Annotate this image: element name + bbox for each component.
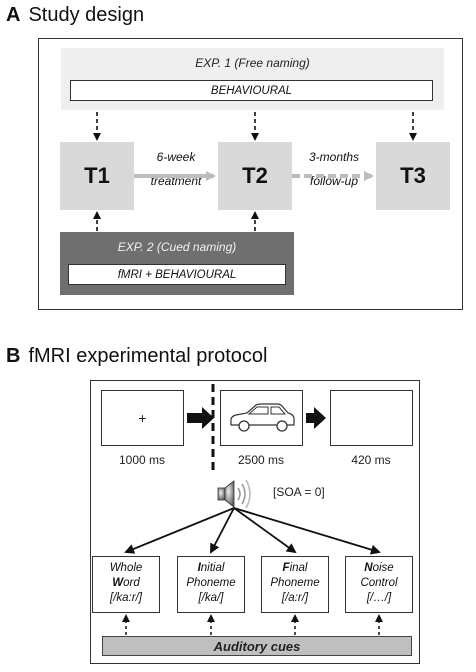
panel-a-title: A Study design (6, 4, 144, 27)
timepoint-t1-label: T1 (84, 163, 110, 188)
exp2-measure: fMRI + BEHAVIOURAL (117, 268, 237, 281)
panel-a-title-text: Study design (28, 4, 145, 26)
cue-final-ipa: [/a:r/] (281, 592, 309, 604)
exp2-measure-box: fMRI + BEHAVIOURAL (68, 264, 286, 285)
exp2-title: EXP. 2 (Cued naming) (117, 240, 237, 254)
cue-whole-word: Whole Word [/ka:r/] (92, 556, 160, 613)
speaker-to-initial (210, 507, 235, 554)
cue-initial-ipa: [/ka/] (198, 592, 224, 604)
car-icon (230, 403, 295, 432)
cue-noise-b1: N (364, 562, 373, 574)
exp1-measure: BEHAVIOURAL (210, 84, 293, 97)
cue-final-b1: F (282, 562, 290, 574)
panel-a-letter: A (6, 4, 21, 26)
cue-initial-phoneme: Initial Phoneme [/ka/] (177, 556, 245, 613)
cue-final-l2: Phoneme (270, 577, 320, 589)
cue-noise-l1: oise (372, 562, 394, 574)
timepoint-t3: T3 (376, 142, 450, 210)
cue-initial-l1: nitial (200, 562, 225, 574)
fixation-screen: + (101, 390, 184, 446)
auditory-cues-bar: Auditory cues (102, 636, 412, 656)
blank-screen (330, 390, 413, 446)
cue-noise-control: Noise Control [/…/] (345, 556, 413, 613)
cue-whole-word-ipa: [/ka:r/] (110, 592, 142, 604)
fixation-duration: 1000 ms (118, 453, 166, 467)
timepoint-t2: T2 (218, 142, 292, 210)
speaker-to-whole-word (124, 507, 235, 554)
speaker-icon (217, 479, 251, 509)
timepoint-t1: T1 (60, 142, 134, 210)
timepoint-t2-label: T2 (242, 163, 268, 188)
cue-noise-ipa: [/…/] (366, 592, 392, 604)
speaker-to-noise (233, 507, 381, 555)
exp1-title: EXP. 1 (Free naming) (195, 56, 310, 70)
picture-screen (220, 390, 303, 446)
fixation-to-picture-arrow (187, 407, 214, 429)
cue-final-l1: inal (289, 562, 308, 574)
panel-b-title-text: fMRI experimental protocol (28, 345, 268, 367)
treatment-label-line1: 6-week (156, 150, 196, 164)
cue-noise-l2: Control (360, 577, 398, 589)
speaker-to-final (233, 507, 297, 554)
cue-whole-word-l2: ord (123, 577, 140, 589)
cue-initial-l2: Phoneme (186, 577, 236, 589)
timepoint-t3-label: T3 (400, 163, 426, 188)
blank-duration: 420 ms (351, 453, 391, 467)
picture-duration: 2500 ms (237, 453, 285, 467)
picture-to-blank-arrow (306, 407, 326, 429)
auditory-cues-label: Auditory cues (213, 638, 301, 654)
followup-label-line1: 3-months (308, 150, 360, 164)
cue-whole-word-l1: Whole (109, 562, 143, 574)
panel-b-letter: B (6, 345, 21, 367)
cue-final-phoneme: Final Phoneme [/a:r/] (261, 556, 329, 613)
cue-initial-b1: I (197, 562, 201, 574)
exp1-measure-box: BEHAVIOURAL (70, 80, 433, 101)
soa-label: [SOA = 0] (273, 485, 325, 499)
cue-whole-word-b2: W (112, 577, 124, 589)
fixation-cross: + (138, 410, 147, 426)
